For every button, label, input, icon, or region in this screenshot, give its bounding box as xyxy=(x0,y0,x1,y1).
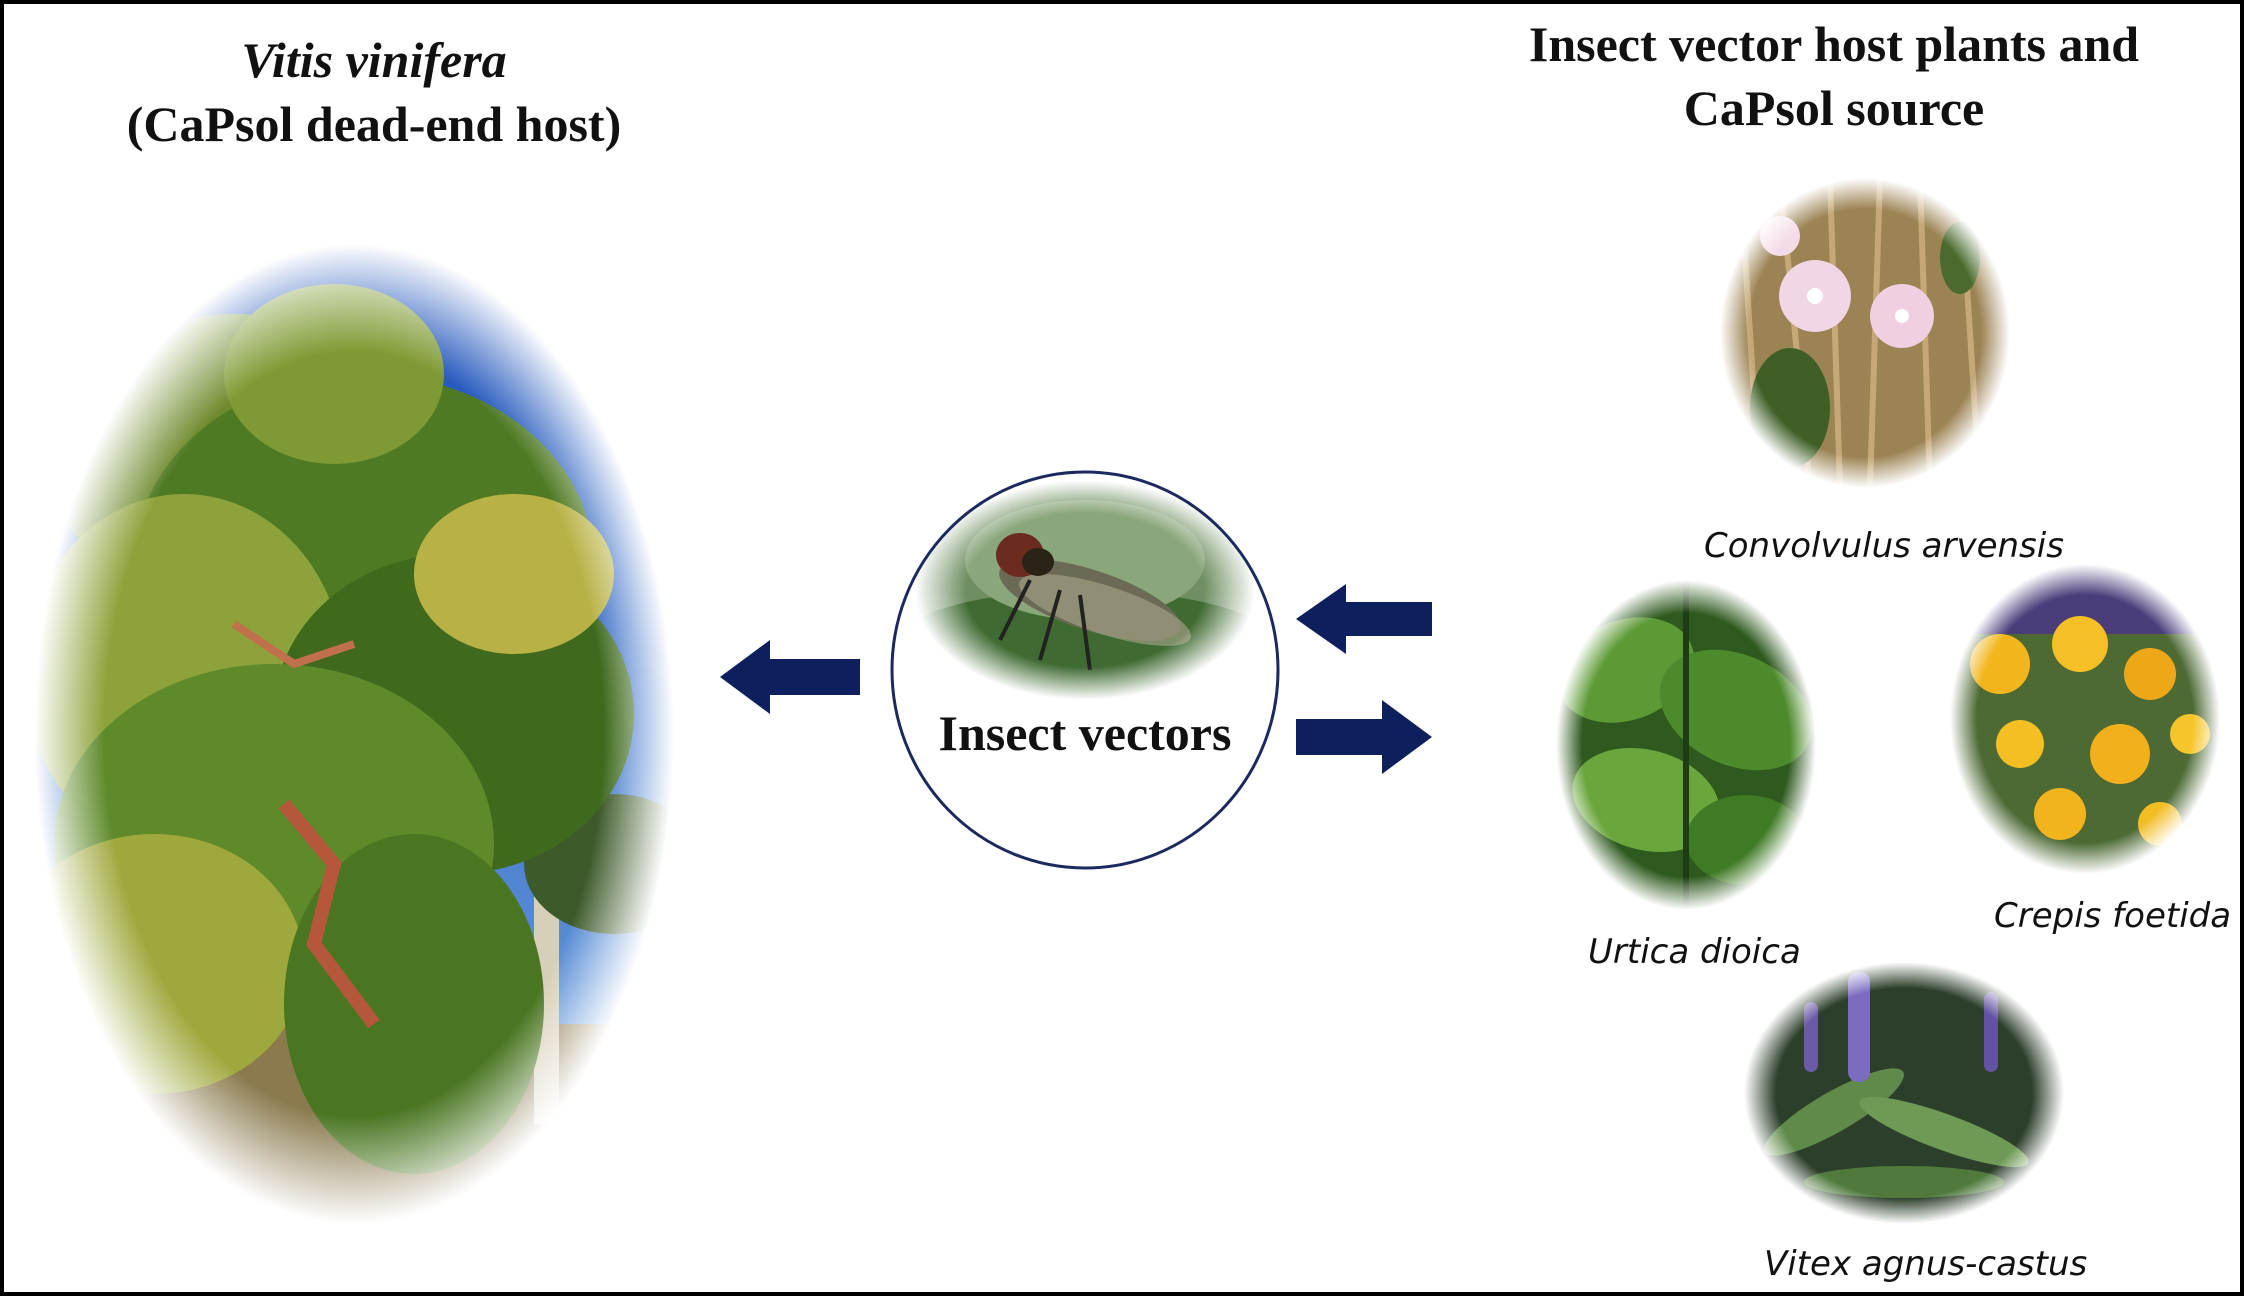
host-plants-title-line2: CaPsol source xyxy=(1683,80,1985,136)
insect-vector-circle xyxy=(890,470,1280,870)
vitex-photo xyxy=(1744,962,2064,1224)
convolvulus-caption: Convolvulus arvensis xyxy=(1704,526,2064,566)
vitex-caption: Vitex agnus-castus xyxy=(1764,1244,2088,1284)
grapevine-role: (CaPsol dead-end host) xyxy=(126,96,622,152)
convolvulus-photo xyxy=(1720,178,2010,488)
arrow-to-grapevine xyxy=(720,640,860,719)
urtica-photo xyxy=(1556,580,1816,910)
host-plants-title-line1: Insect vector host plants and xyxy=(1528,16,2140,72)
host-plants-title: Insect vector host plants and CaPsol sou… xyxy=(1484,12,2184,140)
arrow-vectors-to-plants xyxy=(1296,700,1432,779)
crepis-caption: Crepis foetida xyxy=(1994,896,2232,936)
grapevine-photo xyxy=(34,244,674,1224)
insect-vectors-label: Insect vectors xyxy=(938,705,1232,761)
arrow-plants-to-vectors xyxy=(1296,584,1432,659)
crepis-photo xyxy=(1950,564,2220,874)
grapevine-species-name: Vitis vinifera xyxy=(241,32,507,88)
grapevine-title: Vitis vinifera (CaPsol dead-end host) xyxy=(84,28,664,156)
